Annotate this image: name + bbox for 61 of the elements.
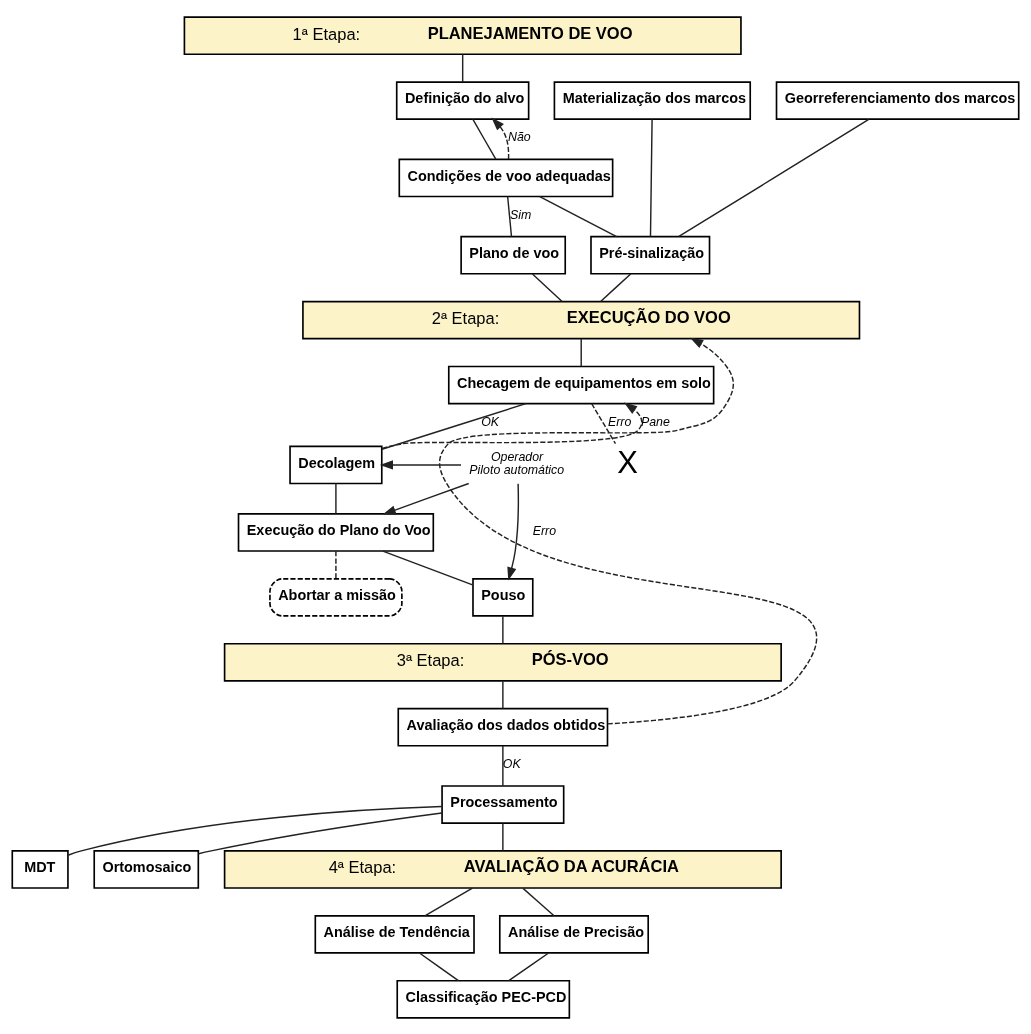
edge-label: Não (508, 129, 531, 144)
node-box: MDT (11, 849, 69, 889)
node-box: 1ª Etapa: PLANEJAMENTO DE VOO (183, 15, 742, 55)
edge-label: Sim (510, 207, 532, 222)
node-box: 4ª Etapa: AVALIAÇÃO DA ACURÁCIA (223, 849, 782, 889)
node-box: Decolagem (289, 445, 383, 484)
node-box: Análise de Tendência (314, 914, 475, 954)
edge-label: OK (481, 414, 500, 429)
connector (539, 195, 618, 237)
connector (502, 679, 504, 709)
connector (599, 272, 632, 302)
node-box: Georreferenciamento dos marcos (775, 80, 1020, 120)
node-box: Plano de voo (460, 235, 567, 275)
edge-label: Erro (608, 414, 632, 429)
node-box: Pré-sinalização (590, 235, 711, 275)
edge-label: Pane (640, 414, 670, 429)
connector (502, 615, 504, 644)
connector (335, 482, 337, 515)
connector (419, 952, 460, 981)
arrow (438, 337, 817, 725)
connector (382, 549, 474, 586)
node-box: Avaliação dos dados obtidos (397, 707, 609, 747)
node-box: Definição do alvo (395, 80, 530, 120)
node-box: Classificação PEC-PCD (396, 979, 571, 1019)
node-text: X (617, 444, 638, 480)
connector (424, 886, 474, 917)
node-box: Execução do Plano do Voo (237, 512, 435, 552)
connector (502, 744, 504, 786)
connector (461, 53, 464, 83)
connector (197, 811, 443, 854)
connector (580, 337, 582, 367)
node-box: 2ª Etapa: EXECUÇÃO DO VOO (302, 300, 861, 339)
node-box: Condições de voo adequadas (398, 158, 614, 197)
edge-label: OK (502, 756, 521, 771)
arrow (491, 117, 510, 160)
connector (649, 118, 653, 237)
arrow (382, 482, 470, 515)
connector (522, 887, 555, 916)
connector (335, 550, 337, 579)
connector (678, 118, 870, 237)
node-box: Análise de Precisão (498, 914, 650, 954)
connector (472, 118, 497, 160)
node-box: 3ª Etapa: PÓS-VOO (223, 642, 782, 682)
node-box: Checagem de equipamentos em solo (447, 365, 715, 404)
node-box: Processamento (441, 784, 565, 824)
node-box: Abortar a missão (269, 577, 403, 617)
connector (381, 402, 527, 450)
node-text: Operador Piloto automático (469, 449, 565, 477)
connector (531, 272, 563, 302)
connector (502, 822, 504, 851)
arrow (379, 459, 462, 470)
arrow (381, 402, 643, 449)
connector (508, 952, 549, 981)
node-box: Materialização dos marcos (553, 80, 752, 120)
arrow (507, 482, 520, 581)
node-box: Pouso (472, 577, 534, 617)
connector (67, 805, 443, 856)
edge-label: Erro (532, 523, 557, 538)
node-box: Ortomosaico (93, 849, 200, 889)
connector (591, 402, 617, 444)
connector (506, 195, 513, 237)
